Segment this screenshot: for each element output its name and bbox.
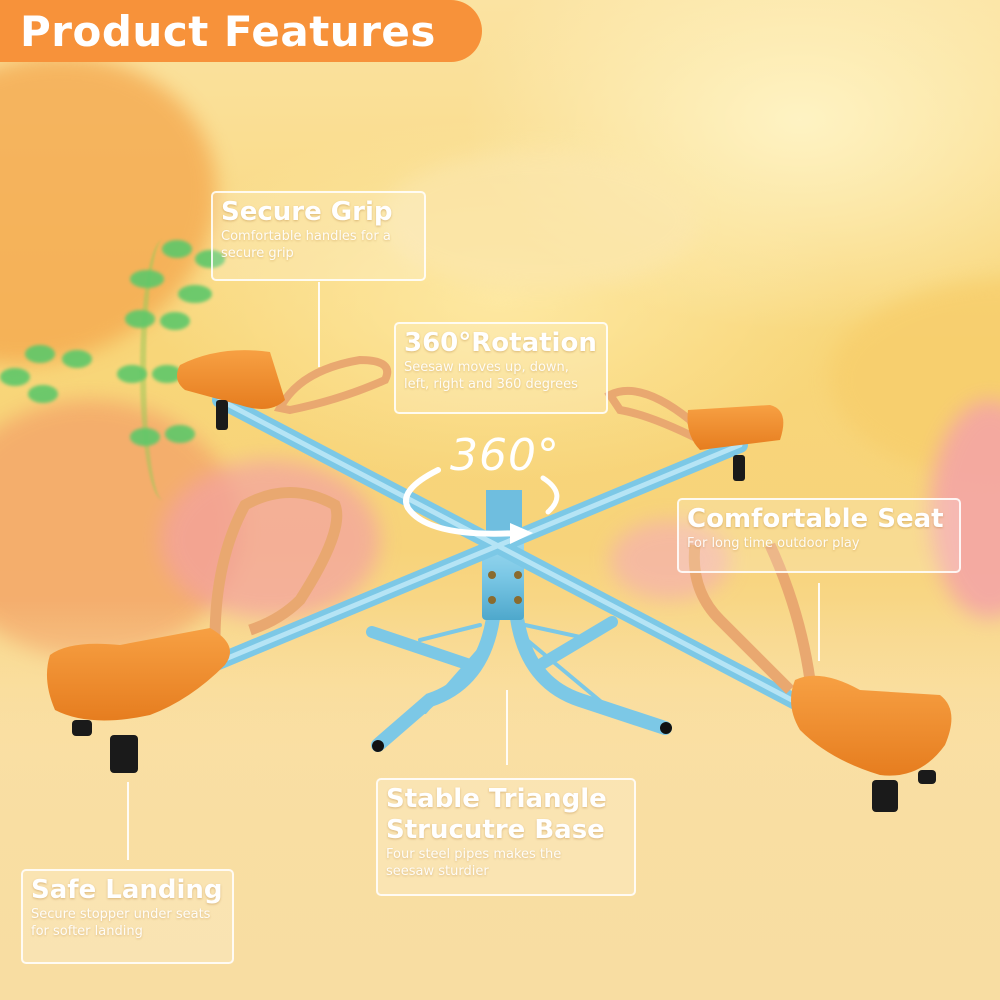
leader-line bbox=[318, 282, 320, 367]
feature-description: Comfortable handles for a secure grip bbox=[221, 229, 391, 261]
leader-line bbox=[127, 782, 129, 860]
seat-back-right bbox=[604, 386, 784, 481]
rotation-arrow-icon bbox=[403, 467, 560, 544]
feature-callout-comfortable-seat: Comfortable Seat For long time outdoor p… bbox=[677, 498, 961, 573]
feature-description: For long time outdoor play bbox=[687, 536, 860, 551]
feature-title: Comfortable Seat bbox=[687, 504, 944, 534]
seat-back-left bbox=[176, 350, 392, 430]
title-banner: Product Features bbox=[0, 0, 482, 62]
page-title: Product Features bbox=[20, 6, 436, 56]
background-bush bbox=[160, 460, 380, 620]
main-beams bbox=[167, 392, 838, 728]
rotation-badge-text: 360° bbox=[450, 430, 560, 481]
triangle-base bbox=[366, 593, 672, 752]
feature-description: Four steel pipes makes the seesaw sturdi… bbox=[386, 847, 562, 879]
background-bush bbox=[610, 520, 730, 600]
background-cloud bbox=[380, 150, 700, 290]
feature-callout-secure-grip: Secure Grip Comfortable handles for a se… bbox=[211, 191, 426, 281]
leader-line bbox=[506, 690, 508, 765]
feature-callout-rotation: 360°Rotation Seesaw moves up, down, left… bbox=[394, 322, 608, 414]
feature-title: Stable Triangle Strucutre Base bbox=[386, 784, 607, 845]
feature-title: 360°Rotation bbox=[404, 328, 597, 358]
rotation-badge: 360° bbox=[398, 428, 568, 548]
feature-title: Safe Landing bbox=[31, 875, 223, 905]
leader-line bbox=[818, 583, 820, 661]
seat-front-left bbox=[46, 487, 343, 773]
feature-callout-stable-base: Stable Triangle Strucutre Base Four stee… bbox=[376, 778, 636, 896]
seat-front-right bbox=[688, 542, 952, 812]
feature-title: Secure Grip bbox=[221, 197, 393, 227]
feature-description: Secure stopper under seats for softer la… bbox=[31, 907, 211, 939]
feature-description: Seesaw moves up, down, left, right and 3… bbox=[404, 360, 578, 392]
feature-callout-safe-landing: Safe Landing Secure stopper under seats … bbox=[21, 869, 234, 964]
